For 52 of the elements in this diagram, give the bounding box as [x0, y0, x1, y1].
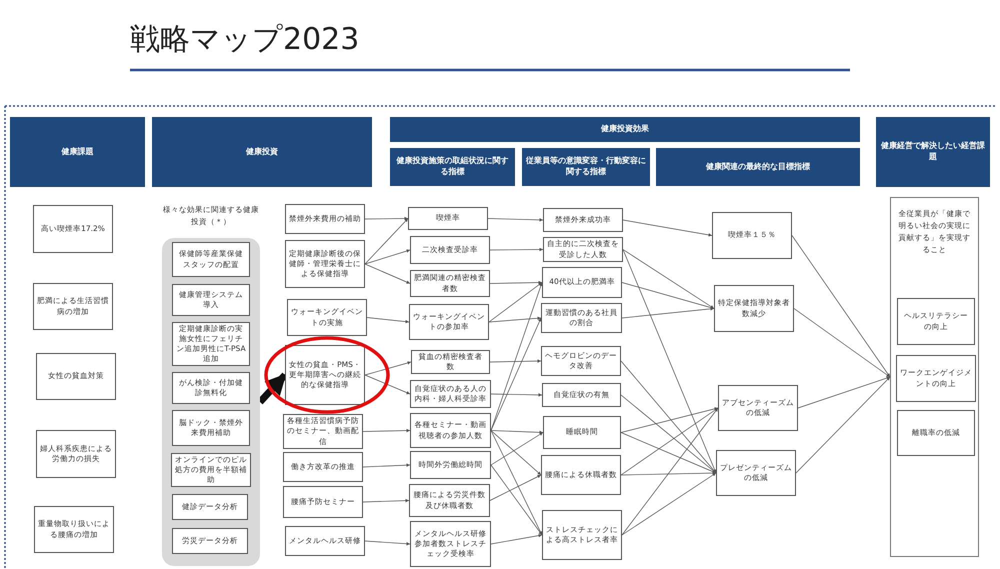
page-title: 戦略マップ2023 — [130, 21, 360, 59]
arrow — [490, 430, 542, 536]
arrow — [364, 540, 410, 546]
arrow — [364, 218, 408, 264]
arrow — [622, 220, 712, 237]
arrow — [622, 249, 716, 474]
arrow — [362, 463, 410, 468]
arrow — [364, 249, 410, 264]
arrow — [490, 430, 542, 476]
arrow — [794, 308, 890, 378]
arrow — [490, 280, 542, 284]
column-header: 健康関連の最終的な目標指標 — [656, 148, 860, 186]
arrow — [366, 317, 410, 324]
arrow — [490, 248, 544, 252]
arrow — [622, 282, 714, 310]
arrow — [798, 376, 890, 408]
arrow — [622, 307, 714, 318]
arrow — [364, 361, 412, 376]
arrow — [796, 376, 890, 474]
arrow — [488, 316, 542, 322]
arrow — [488, 218, 544, 222]
column-header: 健康課題 — [10, 117, 145, 187]
arrow — [364, 374, 410, 394]
column-header: 健康投資効果 — [390, 117, 860, 142]
column-header: 健康投資 — [152, 117, 372, 187]
arrow — [364, 216, 408, 220]
column-header: 健康経営で解決したい経営課題 — [876, 117, 990, 187]
arrow — [490, 359, 542, 363]
arrow — [622, 408, 718, 536]
arrow — [490, 432, 544, 466]
column-header: 健康投資施策の取組状況に関する指標 — [390, 148, 515, 186]
arrow — [490, 282, 543, 431]
goal-panel — [890, 197, 979, 557]
arrow — [490, 464, 542, 536]
column-header: 従業員等の意識変容・行動変容に関する指標 — [522, 148, 650, 186]
arrow — [792, 235, 890, 378]
arrow — [490, 474, 542, 501]
arrow — [620, 407, 718, 433]
arrow — [620, 360, 716, 474]
arrow — [622, 249, 714, 309]
arrow — [490, 318, 542, 431]
arrow — [620, 394, 716, 474]
arrow — [490, 393, 542, 397]
arrow — [364, 264, 410, 284]
arrow — [490, 534, 542, 544]
arrow — [622, 472, 716, 536]
arrow — [488, 282, 542, 322]
arrow — [362, 498, 410, 502]
arrow — [620, 408, 718, 476]
arrow — [490, 430, 544, 434]
arrow — [620, 471, 716, 476]
arrow — [362, 428, 410, 432]
